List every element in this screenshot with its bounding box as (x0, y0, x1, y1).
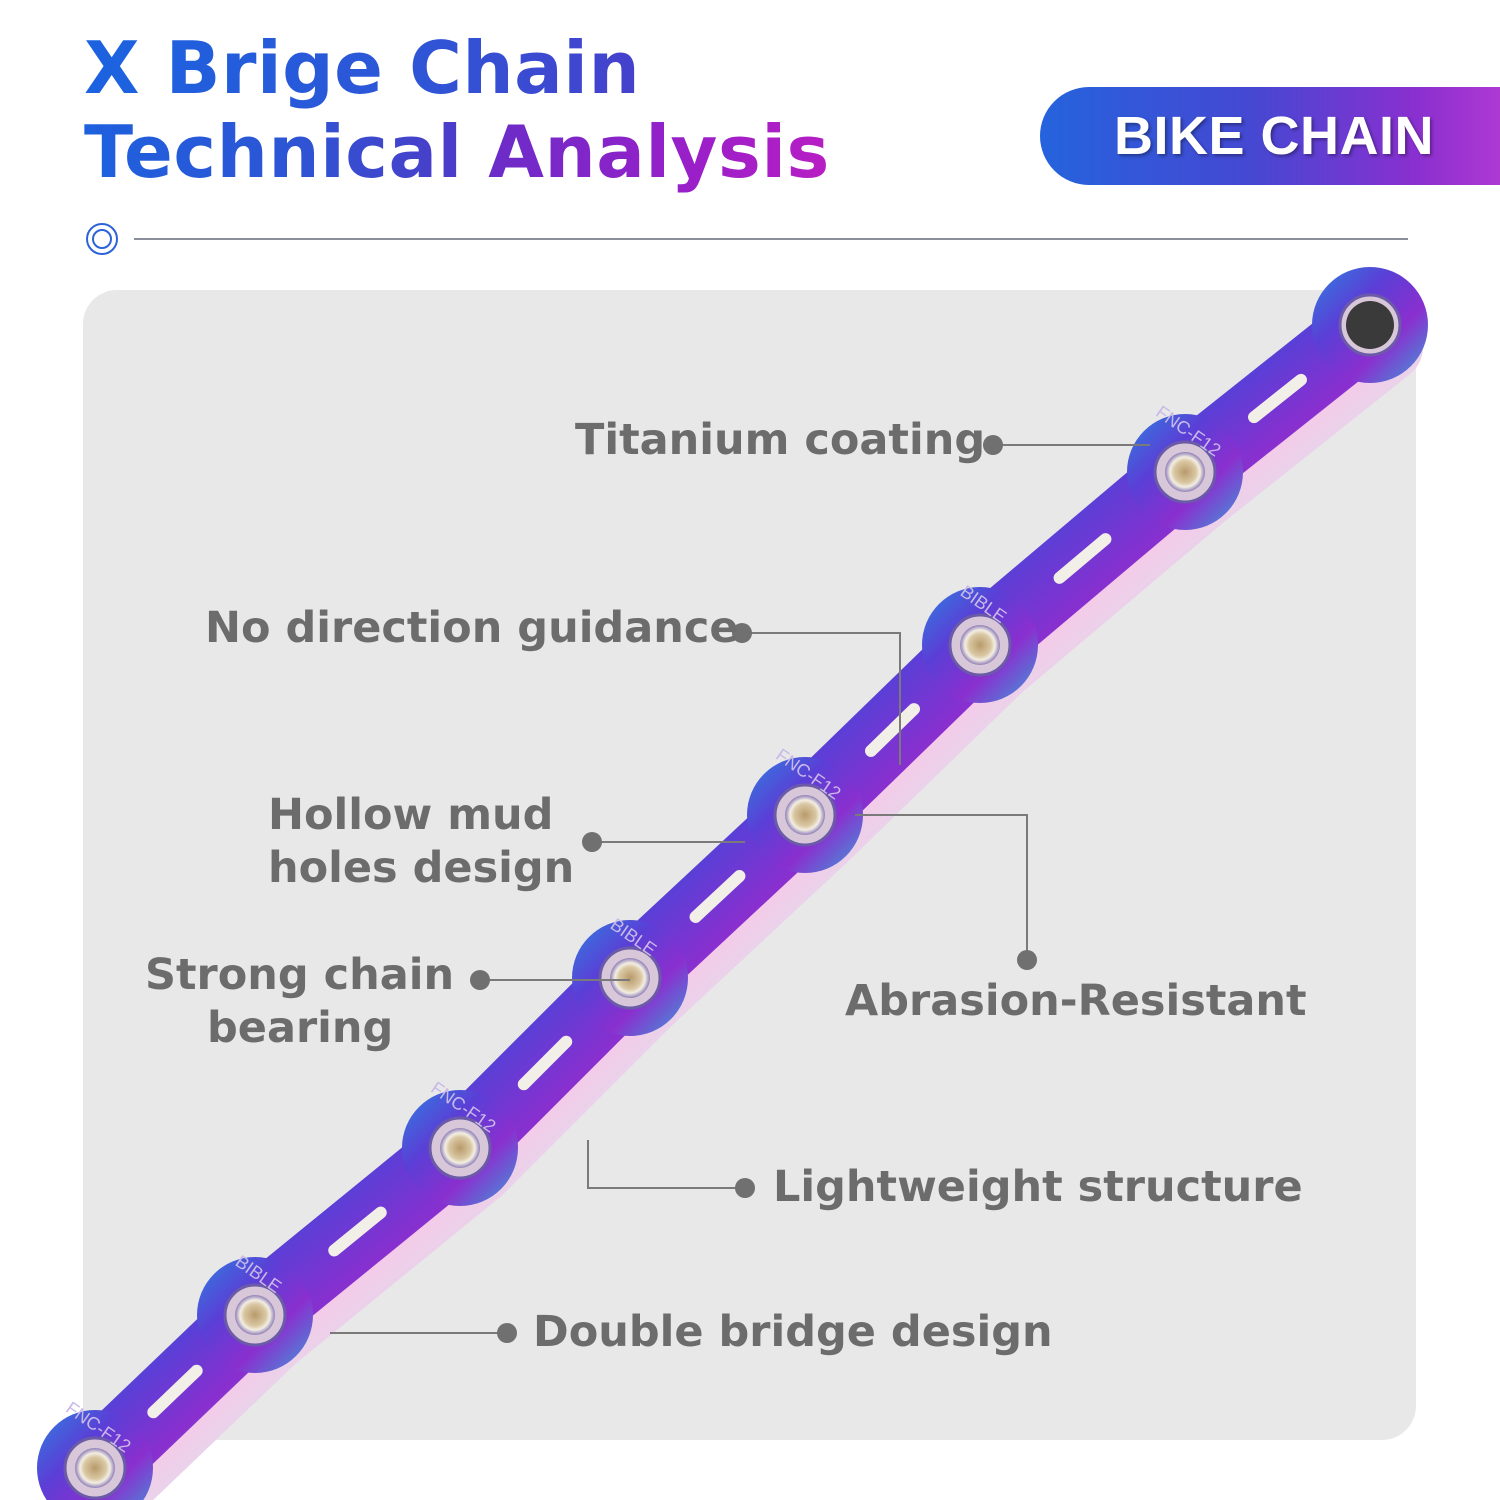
title-word-technical: Technical (84, 110, 463, 194)
label-hollow-mud-line2: holes design (268, 843, 575, 893)
label-abrasion-resistant: Abrasion-Resistant (845, 976, 1307, 1026)
title-line-1: X Brige Chain (84, 26, 830, 110)
label-lightweight-structure: Lightweight structure (773, 1162, 1303, 1212)
label-no-direction-guidance: No direction guidance (205, 603, 739, 653)
connector-lightweight (587, 1140, 745, 1189)
chain-mud-hole (517, 1035, 573, 1091)
page-title: X Brige Chain Technical Analysis (84, 26, 830, 194)
chain-mud-hole (689, 870, 746, 923)
concentric-circle-icon (86, 223, 118, 255)
chain-pin (75, 1448, 115, 1488)
chain-pin (1346, 301, 1394, 349)
callout-dot-direction (732, 623, 752, 643)
chain-mud-hole (147, 1364, 203, 1419)
label-double-bridge-design: Double bridge design (533, 1307, 1053, 1357)
connector-direction (742, 632, 901, 765)
chain-mud-hole (1053, 533, 1112, 584)
chain-pin (960, 625, 1000, 665)
chain-pin (610, 958, 650, 998)
title-word-analysis: Analysis (488, 110, 830, 194)
header-divider (134, 238, 1408, 240)
chain-pin (440, 1128, 480, 1168)
callout-dot-lightweight (735, 1178, 755, 1198)
chain-mud-hole (1248, 373, 1307, 424)
connector-abrasion (855, 814, 1028, 960)
label-titanium-coating: Titanium coating (575, 415, 986, 465)
category-badge: BIKE CHAIN (1040, 87, 1500, 185)
chain-pin (235, 1295, 275, 1335)
label-strong-chain-line1: Strong chain (145, 950, 455, 1000)
chain-pin (785, 795, 825, 835)
label-hollow-mud-line1: Hollow mud (268, 790, 554, 840)
callout-dot-strong-chain (470, 970, 490, 990)
callout-dot-double-bridge (497, 1323, 517, 1343)
callout-dot-titanium (983, 435, 1003, 455)
chain-mud-hole (328, 1206, 387, 1257)
title-line-2: Technical Analysis (84, 110, 830, 194)
callout-dot-hollow-mud (582, 832, 602, 852)
callout-dot-abrasion (1017, 950, 1037, 970)
chain-pin (1165, 452, 1205, 492)
label-strong-chain-line2: bearing (207, 1003, 394, 1053)
chain-mud-hole (864, 703, 921, 757)
